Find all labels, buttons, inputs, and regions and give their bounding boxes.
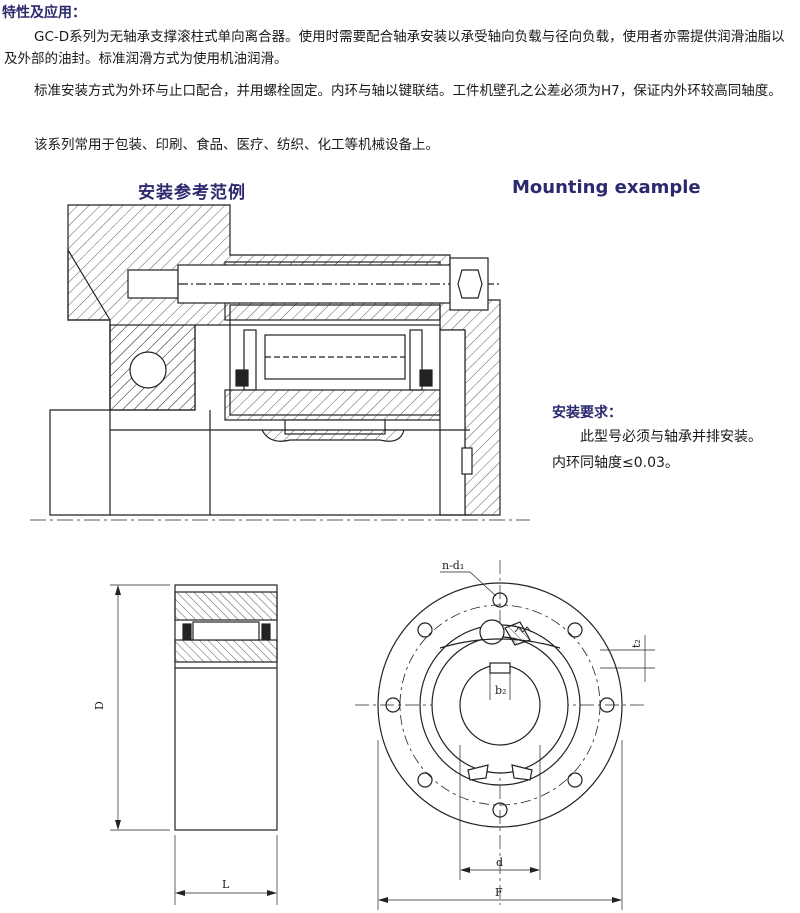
caption-chinese: 安装参考范例 [138,183,246,203]
dimension-nd1-label: n-d₁ [442,559,464,572]
paragraph-mounting: 标准安装方式为外环与止口配合，并用螺栓固定。内环与轴以键联结。工件机壁孔之公差必… [34,83,782,99]
dimension-d-label: D [93,701,106,710]
section-heading: 特性及应用： [2,5,86,21]
caption-english: Mounting example [512,177,701,198]
side-view-drawing [110,584,278,905]
dimension-d-small-label: d [496,856,503,869]
front-view-drawing [355,560,655,910]
dimension-b2-label: b₂ [495,684,506,697]
dimension-f-label: F [495,886,503,899]
requirements-line-2: 内环同轴度≤0.03。 [552,455,679,471]
requirements-title: 安装要求： [552,405,622,421]
mounting-section-drawing [30,204,530,521]
paragraph-description: GC-D系列为无轴承支撑滚柱式单向离合器。使用时需要配合轴承安装以承受轴向负载与… [4,29,785,67]
requirements-line-1: 此型号必须与轴承并排安装。 [580,429,762,445]
paragraph-applications: 该系列常用于包装、印刷、食品、医疗、纺织、化工等机械设备上。 [34,137,439,153]
dimension-l-label: L [222,878,230,891]
dimension-t2-label: t₂ [630,639,643,648]
